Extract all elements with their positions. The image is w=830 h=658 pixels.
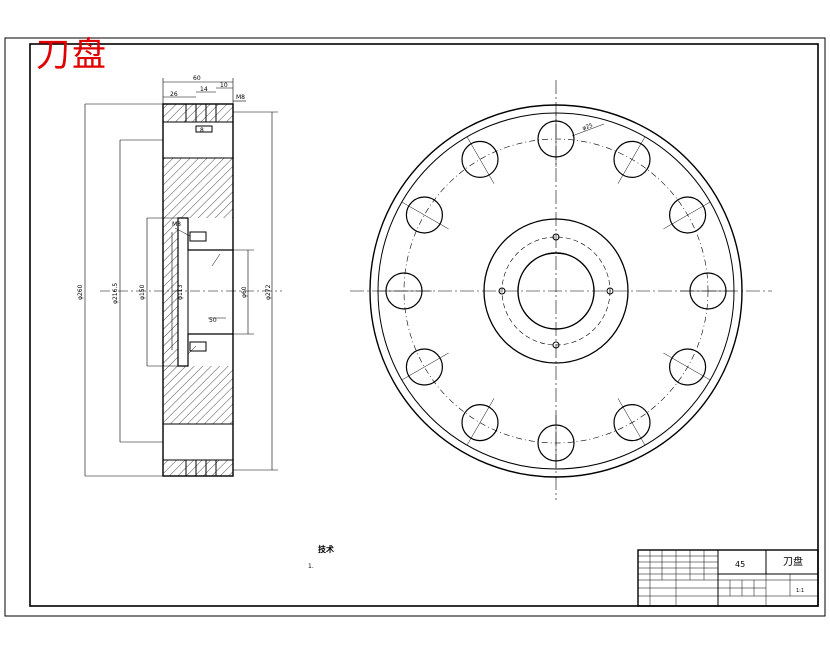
cutter-hole xyxy=(668,348,707,386)
dim-26: 26 xyxy=(170,91,178,98)
hub-bolt-circle xyxy=(501,236,611,346)
section-hatch-top xyxy=(163,104,233,122)
title-block xyxy=(637,549,819,607)
cutter-hole-axis xyxy=(466,398,495,446)
outer-border xyxy=(4,37,826,617)
section-dimension-labels: 60 26 14 10 M8 8 M8 50 φ260 φ216.5 φ150 … xyxy=(77,75,272,324)
dim-phi-60: φ60 xyxy=(241,286,248,298)
section-view xyxy=(84,78,282,477)
dim-phi-216: φ216.5 xyxy=(112,283,119,304)
tech-notes-text: 1. xyxy=(308,563,314,570)
inner-border xyxy=(29,43,819,607)
cutter-hole-axis xyxy=(617,398,646,446)
cutter-hole-axis xyxy=(466,136,495,184)
threaded-hole-lower xyxy=(189,341,207,352)
hub-outer xyxy=(483,218,629,364)
cutter-hole xyxy=(613,404,651,442)
cutter-hole xyxy=(405,348,443,386)
cutter-hole xyxy=(405,196,443,234)
cutter-hole xyxy=(668,196,707,234)
threaded-hole-upper xyxy=(189,231,207,242)
center-bore xyxy=(517,252,595,330)
cutter-hole-axis xyxy=(401,201,449,230)
dim-phi-113: φ113 xyxy=(177,284,184,300)
cutter-hole xyxy=(461,404,499,442)
dim-m8-top: M8 xyxy=(236,94,245,101)
dim-width-60: 60 xyxy=(193,75,201,82)
cutter-hole xyxy=(613,140,651,178)
dim-phi-272: φ272 xyxy=(265,284,272,300)
drawing-title: 刀盘 xyxy=(36,35,108,75)
dim-14: 14 xyxy=(200,86,208,93)
cutter-holes xyxy=(378,113,734,469)
tech-notes-heading: 技术 xyxy=(318,544,334,554)
section-outline xyxy=(162,103,234,477)
dim-hole-label: M8 xyxy=(172,221,181,228)
cutter-hole-axis xyxy=(617,136,646,184)
section-hatch-bottom xyxy=(163,460,233,476)
dim-small-box: 8 xyxy=(200,127,204,134)
front-hole-dim: φ25 xyxy=(582,123,594,132)
cutter-hole-axis xyxy=(663,352,711,381)
title-block-material: 45 xyxy=(735,560,745,569)
dim-phi-150: φ150 xyxy=(139,284,146,300)
cutter-hole-axis xyxy=(401,352,449,381)
cutter-hole xyxy=(461,140,499,178)
cutter-hole-axis xyxy=(663,201,711,230)
dim-phi-260: φ260 xyxy=(77,284,84,300)
title-block-part-name: 刀盘 xyxy=(783,555,803,568)
outer-rim xyxy=(369,104,743,478)
dim-bore-inner: 50 xyxy=(209,317,217,324)
front-view xyxy=(350,80,772,500)
title-block-scale: 1:1 xyxy=(796,588,804,594)
dim-10: 10 xyxy=(220,82,228,89)
